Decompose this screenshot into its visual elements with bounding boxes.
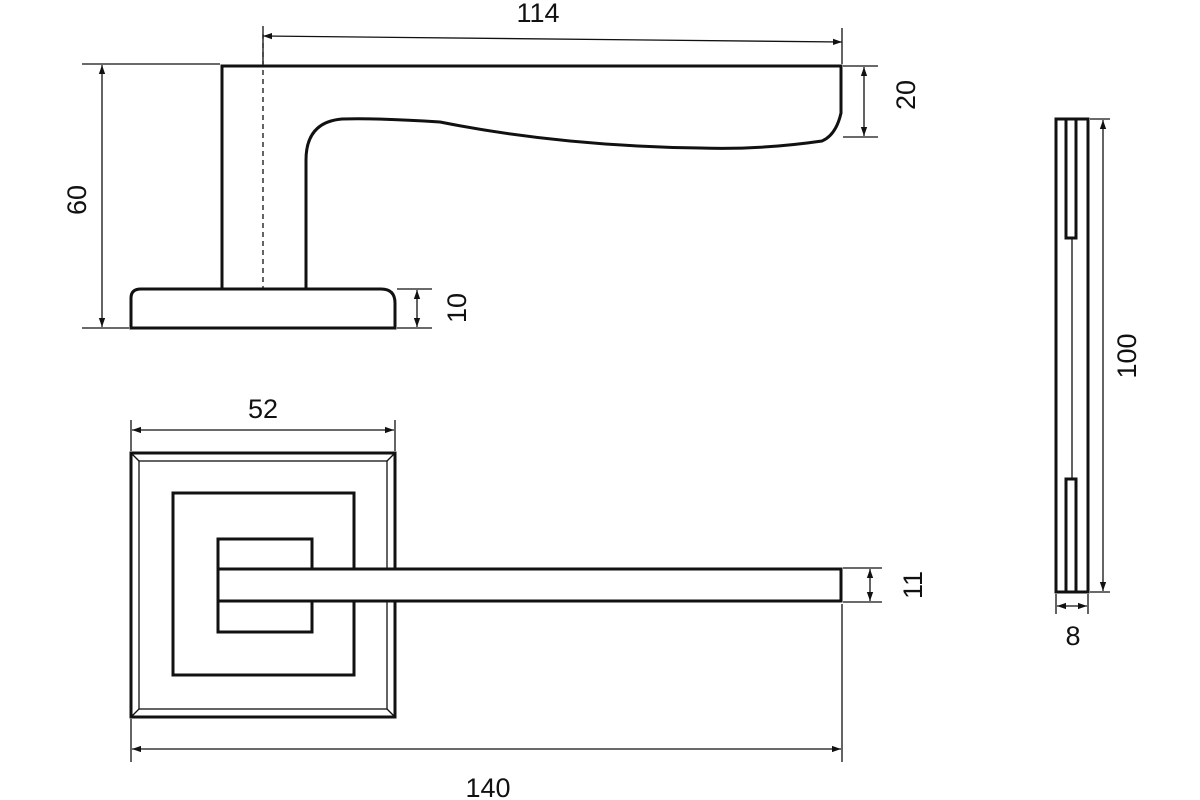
rose-edge-view [1054, 117, 1090, 594]
rose-side-profile [129, 287, 397, 330]
dim-lever-tip-height: 20 [843, 65, 921, 138]
dim-rose-side-height-label: 100 [1112, 333, 1142, 378]
dim-rose-thickness-label: 10 [442, 293, 472, 323]
dim-lever-width-label: 11 [898, 571, 928, 599]
dim-lever-tip-height-label: 20 [891, 80, 921, 110]
dim-rose-side-depth-label: 8 [1065, 621, 1080, 651]
side-view [129, 34, 843, 330]
rose-edge-slot-top [1064, 117, 1078, 240]
dim-lever-width: 11 [843, 567, 928, 603]
lever-front-bar [216, 567, 843, 603]
dim-rose-side-height: 100 [1090, 118, 1142, 593]
dim-rose-side-depth: 8 [1055, 594, 1089, 651]
dim-overall-length-label: 140 [465, 773, 510, 800]
dim-overall-height: 60 [62, 63, 220, 329]
dim-overall-length: 140 [130, 604, 843, 800]
rose-edge-slot-bottom [1064, 477, 1078, 594]
dim-overall-height-label: 60 [62, 185, 92, 215]
dim-rose-thickness: 10 [397, 288, 472, 329]
dim-lever-length: 114 [262, 0, 843, 64]
dim-lever-length-label: 114 [516, 0, 559, 28]
front-view [129, 451, 843, 719]
dim-rose-width-label: 52 [248, 394, 278, 424]
lever-side-profile [220, 64, 843, 288]
dim-rose-width: 52 [130, 394, 396, 451]
